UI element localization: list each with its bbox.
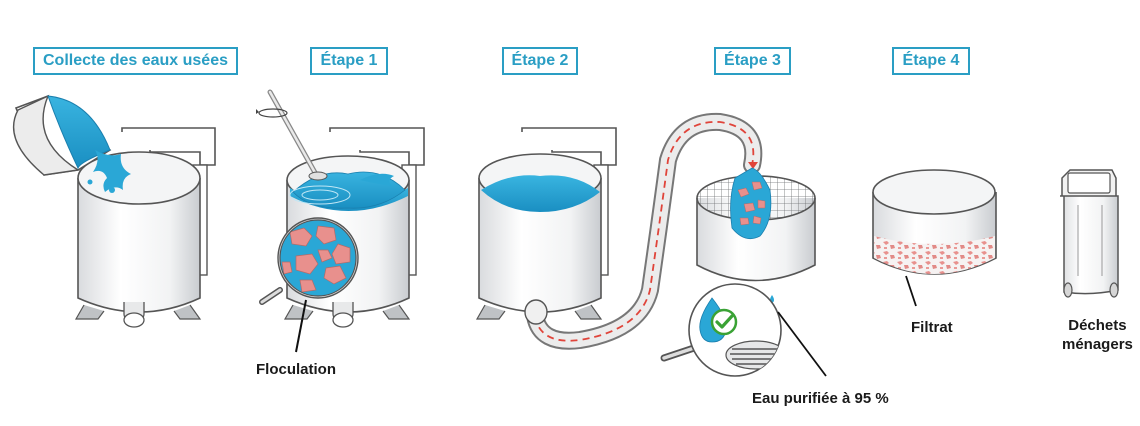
- stirrer-icon: [256, 89, 328, 181]
- caption-household-waste: Déchets ménagers: [1062, 316, 1133, 354]
- step-label-2: Étape 2: [502, 47, 578, 75]
- trash-bin-icon: [1060, 169, 1119, 298]
- purified-water-magnifier-icon: [660, 283, 827, 377]
- filtrate-container: [872, 169, 997, 307]
- caption-flocculation: Floculation: [256, 361, 336, 378]
- hose-icon: [524, 112, 763, 350]
- tipping-bucket-icon: [12, 94, 131, 193]
- step-label-3: Étape 3: [714, 47, 791, 75]
- step-label-collection: Collecte des eaux usées: [33, 47, 238, 75]
- caption-household-waste-line2: ménagers: [1062, 336, 1133, 353]
- step-label-4: Étape 4: [892, 47, 970, 75]
- step-label-1: Étape 1: [310, 47, 388, 75]
- collection-tank: [74, 127, 216, 328]
- caption-purified-water: Eau purifiée à 95 %: [752, 390, 889, 407]
- floc-magnifier-icon: [259, 217, 359, 353]
- checkmark-icon: [710, 308, 738, 336]
- caption-filtrate: Filtrat: [911, 319, 953, 336]
- caption-household-waste-line1: Déchets: [1068, 317, 1127, 334]
- settling-tank: [475, 127, 617, 320]
